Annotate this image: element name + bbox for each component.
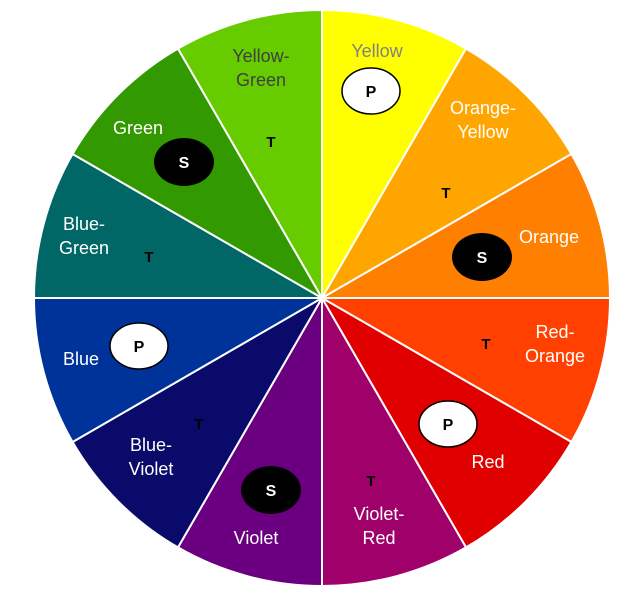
secondary-marker-circle xyxy=(154,138,214,186)
wedge-red-orange xyxy=(318,297,612,444)
primary-marker-text: P xyxy=(134,339,145,356)
segment-label-orange-yellow: Orange- xyxy=(450,98,516,118)
segment-label-red: Red xyxy=(471,452,504,472)
wedge-violet-red xyxy=(321,294,468,588)
segment-label-red-orange: Red- xyxy=(535,322,574,342)
segment-label-blue: Blue xyxy=(63,349,99,369)
tertiary-marker-text: T xyxy=(441,185,450,202)
tertiary-marker-text: T xyxy=(366,473,375,490)
secondary-marker-text: S xyxy=(477,250,488,267)
segment-label-yellow-green: Green xyxy=(236,70,286,90)
primary-marker-circle xyxy=(418,400,478,448)
segment-label-red-orange: Orange xyxy=(525,346,585,366)
secondary-marker-circle xyxy=(241,466,301,514)
segment-label-blue-violet: Violet xyxy=(129,459,174,479)
segment-blue-violet: Blue- Violet T xyxy=(129,416,204,479)
wedge-blue xyxy=(32,297,326,444)
tertiary-marker-text: T xyxy=(481,336,490,353)
segment-label-blue-green: Green xyxy=(59,238,109,258)
segment-label-orange: Orange xyxy=(519,227,579,247)
primary-marker-text: P xyxy=(366,84,377,101)
segment-blue: Blue P xyxy=(63,322,169,370)
segment-label-yellow: Yellow xyxy=(351,41,403,61)
segment-label-blue-violet: Blue- xyxy=(130,435,172,455)
primary-marker-circle xyxy=(109,322,169,370)
primary-marker-text: P xyxy=(443,417,454,434)
wedge-yellow-green xyxy=(176,8,323,302)
secondary-marker-text: S xyxy=(179,155,190,172)
tertiary-marker-text: T xyxy=(266,134,275,151)
segment-violet-red: Violet- Red T xyxy=(354,473,405,548)
primary-marker-circle xyxy=(341,67,401,115)
segment-label-blue-green: Blue- xyxy=(63,214,105,234)
secondary-marker-text: S xyxy=(266,483,277,500)
wedge-blue-green xyxy=(32,152,326,299)
segment-label-yellow-green: Yellow- xyxy=(232,46,289,66)
segment-red: Red P xyxy=(418,400,505,472)
wedge-orange xyxy=(318,152,612,299)
wedge-orange-yellow xyxy=(319,47,573,301)
secondary-marker-circle xyxy=(452,233,512,281)
segment-violet: Violet S xyxy=(234,466,301,548)
segment-label-violet: Violet xyxy=(234,528,279,548)
segment-label-violet-red: Red xyxy=(362,528,395,548)
segment-red-orange: Red- Orange T xyxy=(481,322,585,366)
segment-label-green: Green xyxy=(113,118,163,138)
tertiary-marker-text: T xyxy=(144,249,153,266)
wedge-blue-violet xyxy=(71,295,325,549)
segment-label-violet-red: Violet- xyxy=(354,504,405,524)
wedge-violet xyxy=(176,294,323,588)
tertiary-marker-text: T xyxy=(194,416,203,433)
segment-label-orange-yellow: Yellow xyxy=(457,122,509,142)
